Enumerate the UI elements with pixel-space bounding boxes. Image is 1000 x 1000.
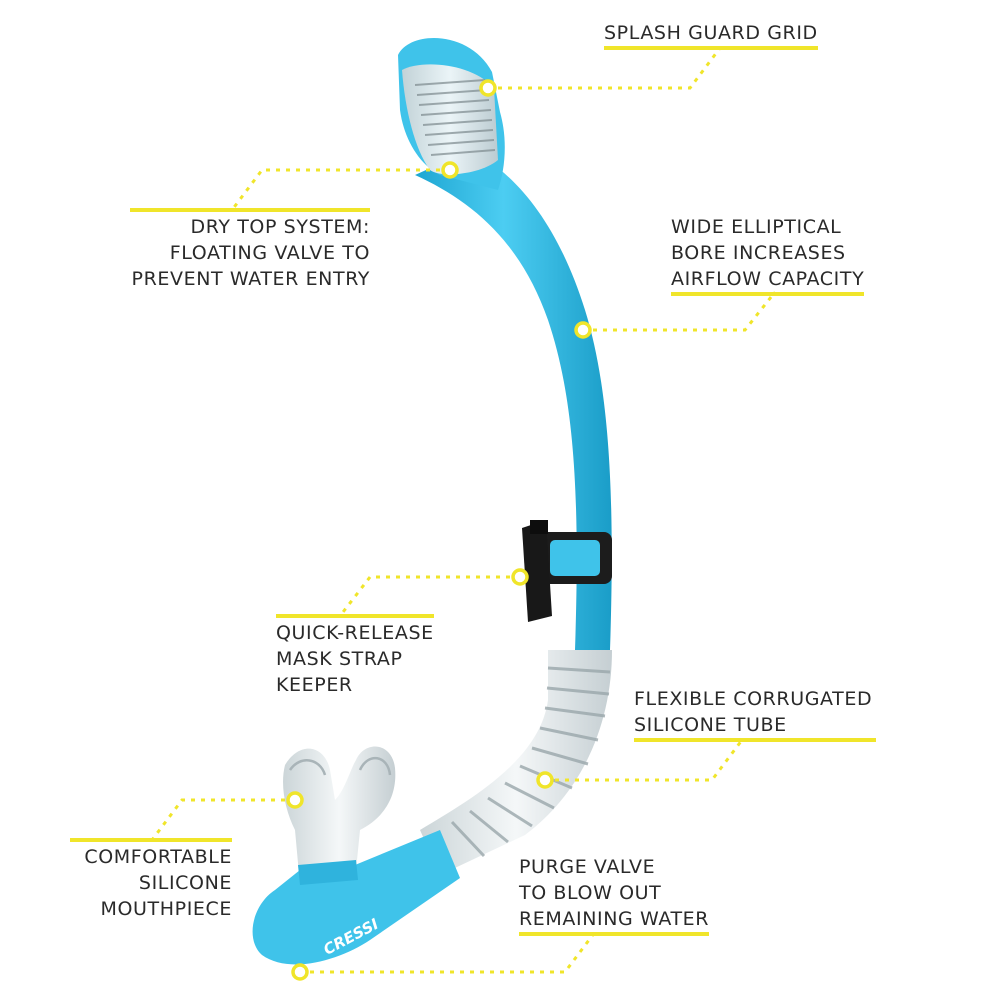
callout-line: WIDE ELLIPTICAL bbox=[671, 216, 842, 238]
marker-dry-top bbox=[441, 161, 459, 179]
callout-line: FLOATING VALVE TO bbox=[169, 242, 370, 264]
marker-mouthpiece bbox=[286, 791, 304, 809]
callout-line: SPLASH GUARD GRID bbox=[604, 20, 818, 50]
callout-mouthpiece: COMFORTABLE SILICONE MOUTHPIECE bbox=[70, 838, 232, 922]
marker-corrugated-tube bbox=[536, 771, 554, 789]
splash-guard-grid bbox=[402, 64, 498, 175]
leader-corrugated-tube bbox=[545, 739, 744, 782]
callout-dry-top: DRY TOP SYSTEM: FLOATING VALVE TO PREVEN… bbox=[130, 208, 370, 292]
leader-splash-guard bbox=[488, 47, 722, 90]
callout-line: REMAINING WATER bbox=[519, 906, 710, 936]
callout-line: BORE INCREASES bbox=[671, 242, 846, 264]
callout-markers bbox=[286, 79, 592, 981]
marker-elliptical-bore bbox=[574, 321, 592, 339]
callout-line: PREVENT WATER ENTRY bbox=[131, 268, 370, 290]
callout-line: MOUTHPIECE bbox=[100, 898, 232, 920]
callout-line: TO BLOW OUT bbox=[519, 882, 662, 904]
callout-purge-valve: PURGE VALVE TO BLOW OUT REMAINING WATER bbox=[519, 854, 710, 936]
callout-splash-guard: SPLASH GUARD GRID bbox=[604, 20, 818, 50]
leader-lines bbox=[150, 47, 777, 974]
callout-elliptical-bore: WIDE ELLIPTICAL BORE INCREASES AIRFLOW C… bbox=[671, 214, 865, 296]
callout-line: DRY TOP SYSTEM: bbox=[130, 208, 370, 240]
callout-line: FLEXIBLE CORRUGATED bbox=[634, 688, 873, 710]
marker-strap-keeper bbox=[511, 568, 529, 586]
mouthpiece bbox=[283, 746, 396, 885]
callout-line: MASK STRAP bbox=[276, 648, 403, 670]
purge-valve-body bbox=[252, 830, 460, 965]
callout-line: QUICK-RELEASE bbox=[276, 614, 434, 646]
marker-splash-guard bbox=[479, 79, 497, 97]
callout-line: SILICONE bbox=[138, 872, 232, 894]
marker-purge-valve bbox=[291, 963, 309, 981]
callout-strap-keeper: QUICK-RELEASE MASK STRAP KEEPER bbox=[276, 614, 434, 698]
leader-mouthpiece bbox=[150, 798, 295, 841]
mask-strap-keeper bbox=[522, 520, 612, 622]
callout-line: KEEPER bbox=[276, 674, 353, 696]
corrugated-tube bbox=[420, 650, 612, 875]
leader-elliptical-bore bbox=[583, 291, 777, 332]
callout-line: SILICONE TUBE bbox=[634, 712, 876, 742]
callout-line: COMFORTABLE bbox=[70, 838, 232, 870]
leader-strap-keeper bbox=[338, 575, 520, 617]
callout-line: PURGE VALVE bbox=[519, 856, 656, 878]
callout-corrugated-tube: FLEXIBLE CORRUGATED SILICONE TUBE bbox=[634, 686, 876, 742]
leader-dry-top bbox=[230, 168, 450, 211]
callout-line: AIRFLOW CAPACITY bbox=[671, 266, 865, 296]
